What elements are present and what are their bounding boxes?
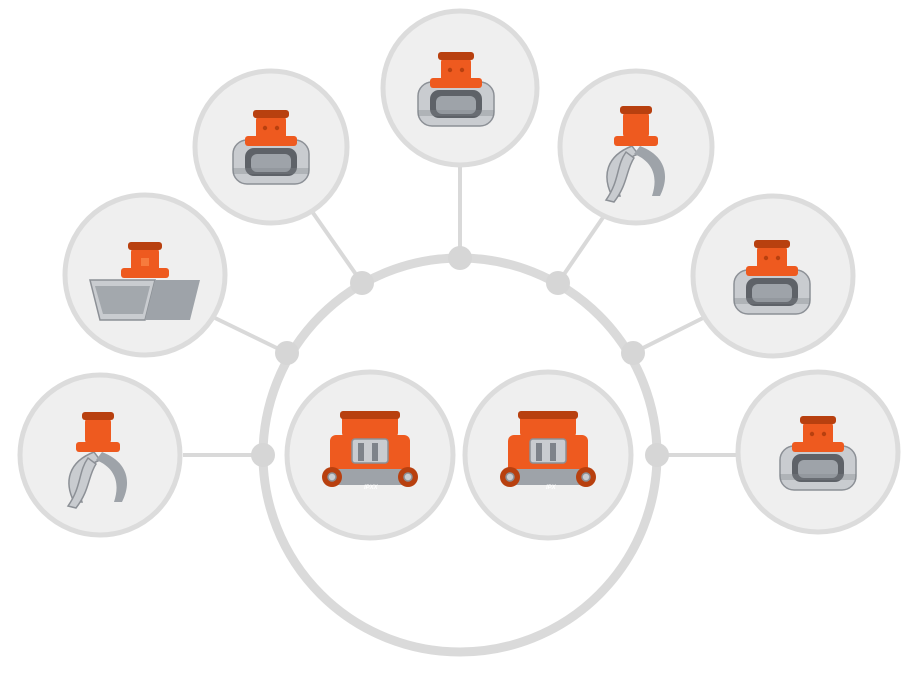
attachment-node-clamshell-bucket <box>62 192 228 358</box>
svg-text:IPXX: IPXX <box>364 485 379 491</box>
attachment-node-demolition-grapple <box>380 8 540 168</box>
ring-joint <box>275 341 299 365</box>
attachment-node-timber-grapple <box>17 372 183 538</box>
attachment-node-sorting-grapple <box>735 369 901 535</box>
attachment-node-round-grapple-left <box>192 68 350 226</box>
attachment-node-round-grapple-right <box>690 193 856 359</box>
ring-joints <box>251 246 669 467</box>
ring-joint <box>621 341 645 365</box>
ring-joint <box>448 246 472 270</box>
ring-joint <box>645 443 669 467</box>
svg-text:IPX: IPX <box>546 485 557 491</box>
attachment-node-log-grapple <box>557 68 715 226</box>
ring-joint <box>546 271 570 295</box>
rotator-cutaway-icon: IPXX <box>321 410 419 491</box>
hub-rotator-left: IPXX <box>284 369 456 541</box>
ring-joint <box>251 443 275 467</box>
ring-joint <box>350 271 374 295</box>
hub-rotator-right: IPX <box>462 369 634 541</box>
rotator-cutaway-icon: IPX <box>499 410 597 491</box>
